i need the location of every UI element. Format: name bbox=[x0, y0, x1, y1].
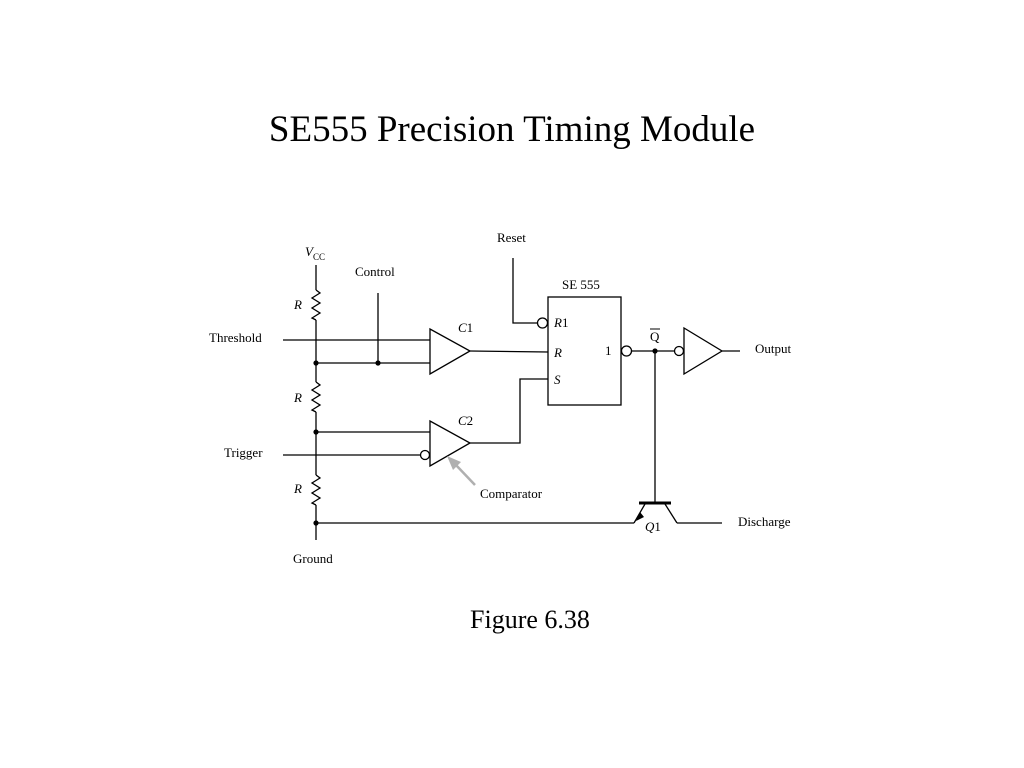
comparator-c2 bbox=[429, 419, 472, 468]
ground-label: Ground bbox=[293, 551, 333, 566]
control-label: Control bbox=[355, 264, 395, 279]
junction-dot bbox=[375, 360, 381, 366]
resistor-mid bbox=[310, 381, 322, 413]
page-title: SE555 Precision Timing Module bbox=[268, 109, 756, 150]
comparator-label: Comparator bbox=[480, 486, 543, 501]
output-buffer bbox=[683, 326, 724, 376]
trigger-inverting-bubble bbox=[419, 449, 431, 461]
vcc-label: VCC bbox=[305, 244, 325, 262]
resistor-bottom bbox=[310, 474, 322, 506]
comparator-c1 bbox=[429, 327, 472, 376]
pin-r-label: R bbox=[553, 345, 562, 360]
threshold-label: Threshold bbox=[209, 330, 262, 345]
comparator-c2-label: C2 bbox=[458, 413, 473, 428]
resistor-top-label: R bbox=[293, 297, 302, 312]
comparator-c1-label: C1 bbox=[458, 320, 473, 335]
reset-wire bbox=[512, 258, 537, 324]
c1-output-wire bbox=[469, 350, 549, 353]
reset-label: Reset bbox=[497, 230, 526, 245]
reset-inverting-bubble bbox=[536, 317, 549, 329]
discharge-label: Discharge bbox=[738, 514, 791, 529]
resistor-top bbox=[310, 289, 322, 321]
pin-s-label: S bbox=[554, 372, 561, 387]
q1-collector-leg bbox=[664, 503, 678, 524]
resistor-mid-label: R bbox=[293, 390, 302, 405]
q1-emitter-arrow bbox=[636, 512, 644, 521]
comparator-arrow-head bbox=[447, 456, 461, 470]
ic-name-label: SE 555 bbox=[562, 277, 600, 292]
comparator-arrow-line bbox=[454, 463, 476, 486]
trigger-label: Trigger bbox=[224, 445, 263, 460]
resistor-bottom-label: R bbox=[293, 481, 302, 496]
q-bar-label: Q bbox=[650, 329, 660, 344]
buffer-inverting-bubble bbox=[673, 345, 685, 357]
ic-output-label: 1 bbox=[605, 343, 612, 358]
pin-r1-label: R1 bbox=[553, 315, 568, 330]
ic-output-bubble bbox=[620, 345, 633, 357]
transistor-q1-label: Q1 bbox=[645, 519, 661, 534]
output-label: Output bbox=[755, 341, 792, 356]
figure-caption: Figure 6.38 bbox=[470, 605, 590, 634]
c2-output-wire bbox=[470, 378, 548, 444]
